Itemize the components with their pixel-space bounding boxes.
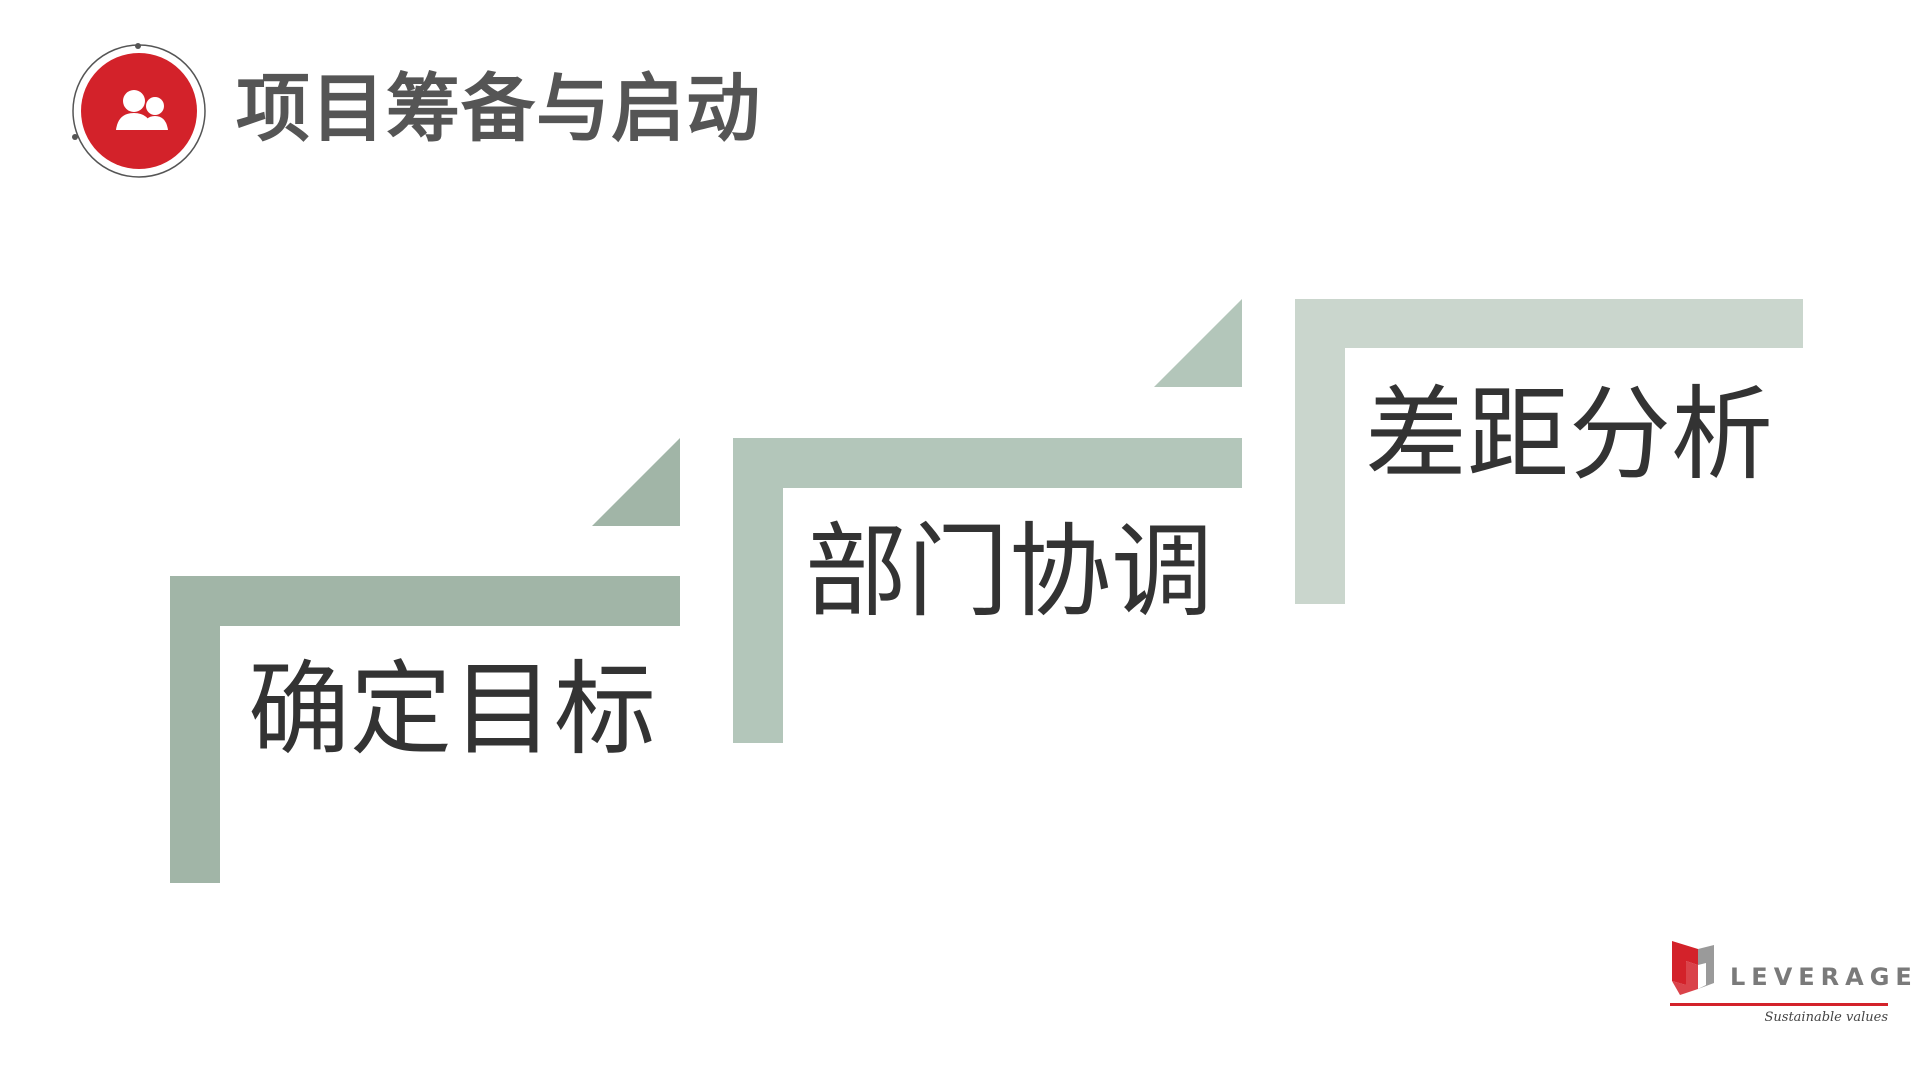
- step-2-shape: [733, 299, 1242, 743]
- step-3-shape: [1295, 299, 1803, 604]
- brand-tagline: Sustainable values: [1764, 1010, 1889, 1025]
- brand-logo: LEVERAGE Sustainable values: [1658, 935, 1912, 1025]
- step-label-goal: 确定目标: [248, 651, 656, 770]
- step-label-gap-analysis: 差距分析: [1365, 376, 1773, 495]
- leverage-logo-icon: [1672, 941, 1714, 995]
- brand-name: LEVERAGE: [1730, 963, 1918, 991]
- page-title: 项目筹备与启动: [236, 66, 761, 152]
- team-users-icon: [72, 43, 206, 178]
- step-1-shape: [170, 438, 680, 883]
- brand-divider: [1670, 1003, 1888, 1006]
- step-label-coordination: 部门协调: [805, 513, 1213, 632]
